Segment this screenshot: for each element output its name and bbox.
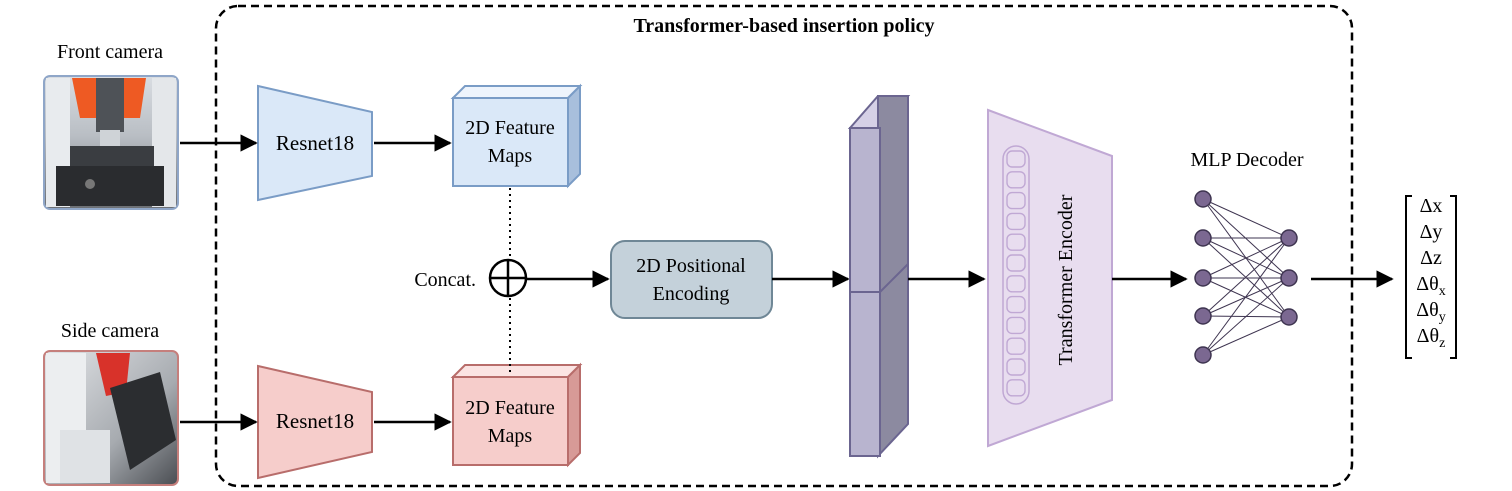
mlp-edge xyxy=(1202,237,1290,356)
mlp-input-node xyxy=(1194,346,1212,364)
feature-maps-bottom-block xyxy=(450,362,583,468)
resnet-bottom-block xyxy=(257,364,373,480)
mlp-edge xyxy=(1202,237,1290,317)
resnet-bottom-label: Resnet18 xyxy=(276,409,354,433)
token-slot xyxy=(1006,358,1026,376)
token-slot xyxy=(1006,233,1026,251)
output-entry: Δθx xyxy=(1416,273,1445,299)
transformer-encoder-block xyxy=(987,108,1113,448)
mlp-input-node xyxy=(1194,229,1212,247)
mlp-edge xyxy=(1202,316,1290,356)
feature-maps-top-block xyxy=(450,83,583,189)
mlp-input-node xyxy=(1194,190,1212,208)
output-entry: Δy xyxy=(1420,221,1443,243)
token-slot xyxy=(1006,379,1026,397)
mlp-edge xyxy=(1202,237,1290,279)
resnet-top-block xyxy=(257,84,373,202)
front-camera-label: Front camera xyxy=(57,41,163,63)
token-slots xyxy=(1006,150,1026,397)
mlp-edge xyxy=(1202,277,1290,356)
token-slot xyxy=(1006,254,1026,272)
mlp-edges xyxy=(1202,198,1290,356)
transformer-encoder-label: Transformer Encoder xyxy=(1055,194,1077,365)
token-slot xyxy=(1006,171,1026,189)
token-slot xyxy=(1006,275,1026,293)
feature-maps-bottom-label-2: Maps xyxy=(488,425,533,447)
mlp-input-node xyxy=(1194,307,1212,325)
mlp-output-node xyxy=(1280,269,1298,287)
token-slot xyxy=(1006,150,1026,168)
token-slot xyxy=(1006,337,1026,355)
token-stack-block xyxy=(847,95,911,459)
feature-maps-top-label-2: Maps xyxy=(488,145,533,167)
concat-symbol xyxy=(488,258,528,298)
front-camera-image xyxy=(43,75,179,210)
mlp-input-node xyxy=(1194,269,1212,287)
feature-maps-top-label-1: 2D Feature xyxy=(465,117,555,139)
token-slot xyxy=(1006,212,1026,231)
side-camera-image xyxy=(43,350,179,486)
concat-label: Concat. xyxy=(414,269,476,291)
feature-maps-bottom-label-1: 2D Feature xyxy=(465,397,555,419)
side-camera-label: Side camera xyxy=(61,320,159,342)
token-slot xyxy=(1006,191,1026,210)
mlp-nodes xyxy=(1194,190,1298,364)
mlp-output-node xyxy=(1280,229,1298,247)
mlp-decoder-label: MLP Decoder xyxy=(1190,149,1303,171)
output-entry: Δθz xyxy=(1417,325,1446,351)
output-entry: Δx xyxy=(1420,195,1443,217)
mlp-edge xyxy=(1202,198,1290,239)
output-entry: Δθy xyxy=(1416,299,1445,325)
token-slot xyxy=(1006,295,1026,314)
positional-encoding-label-1: 2D Positional xyxy=(636,255,746,277)
policy-title: Transformer-based insertion policy xyxy=(633,15,934,37)
policy-frame xyxy=(214,4,1354,488)
output-left-bracket xyxy=(1405,195,1412,359)
output-right-bracket xyxy=(1450,195,1457,359)
resnet-top-label: Resnet18 xyxy=(276,131,354,155)
output-entry: Δz xyxy=(1420,247,1442,269)
positional-encoding-label-2: Encoding xyxy=(653,283,730,305)
mlp-output-node xyxy=(1280,308,1298,326)
token-column xyxy=(1002,145,1030,405)
positional-encoding-block xyxy=(610,240,773,319)
token-slot xyxy=(1006,316,1026,335)
